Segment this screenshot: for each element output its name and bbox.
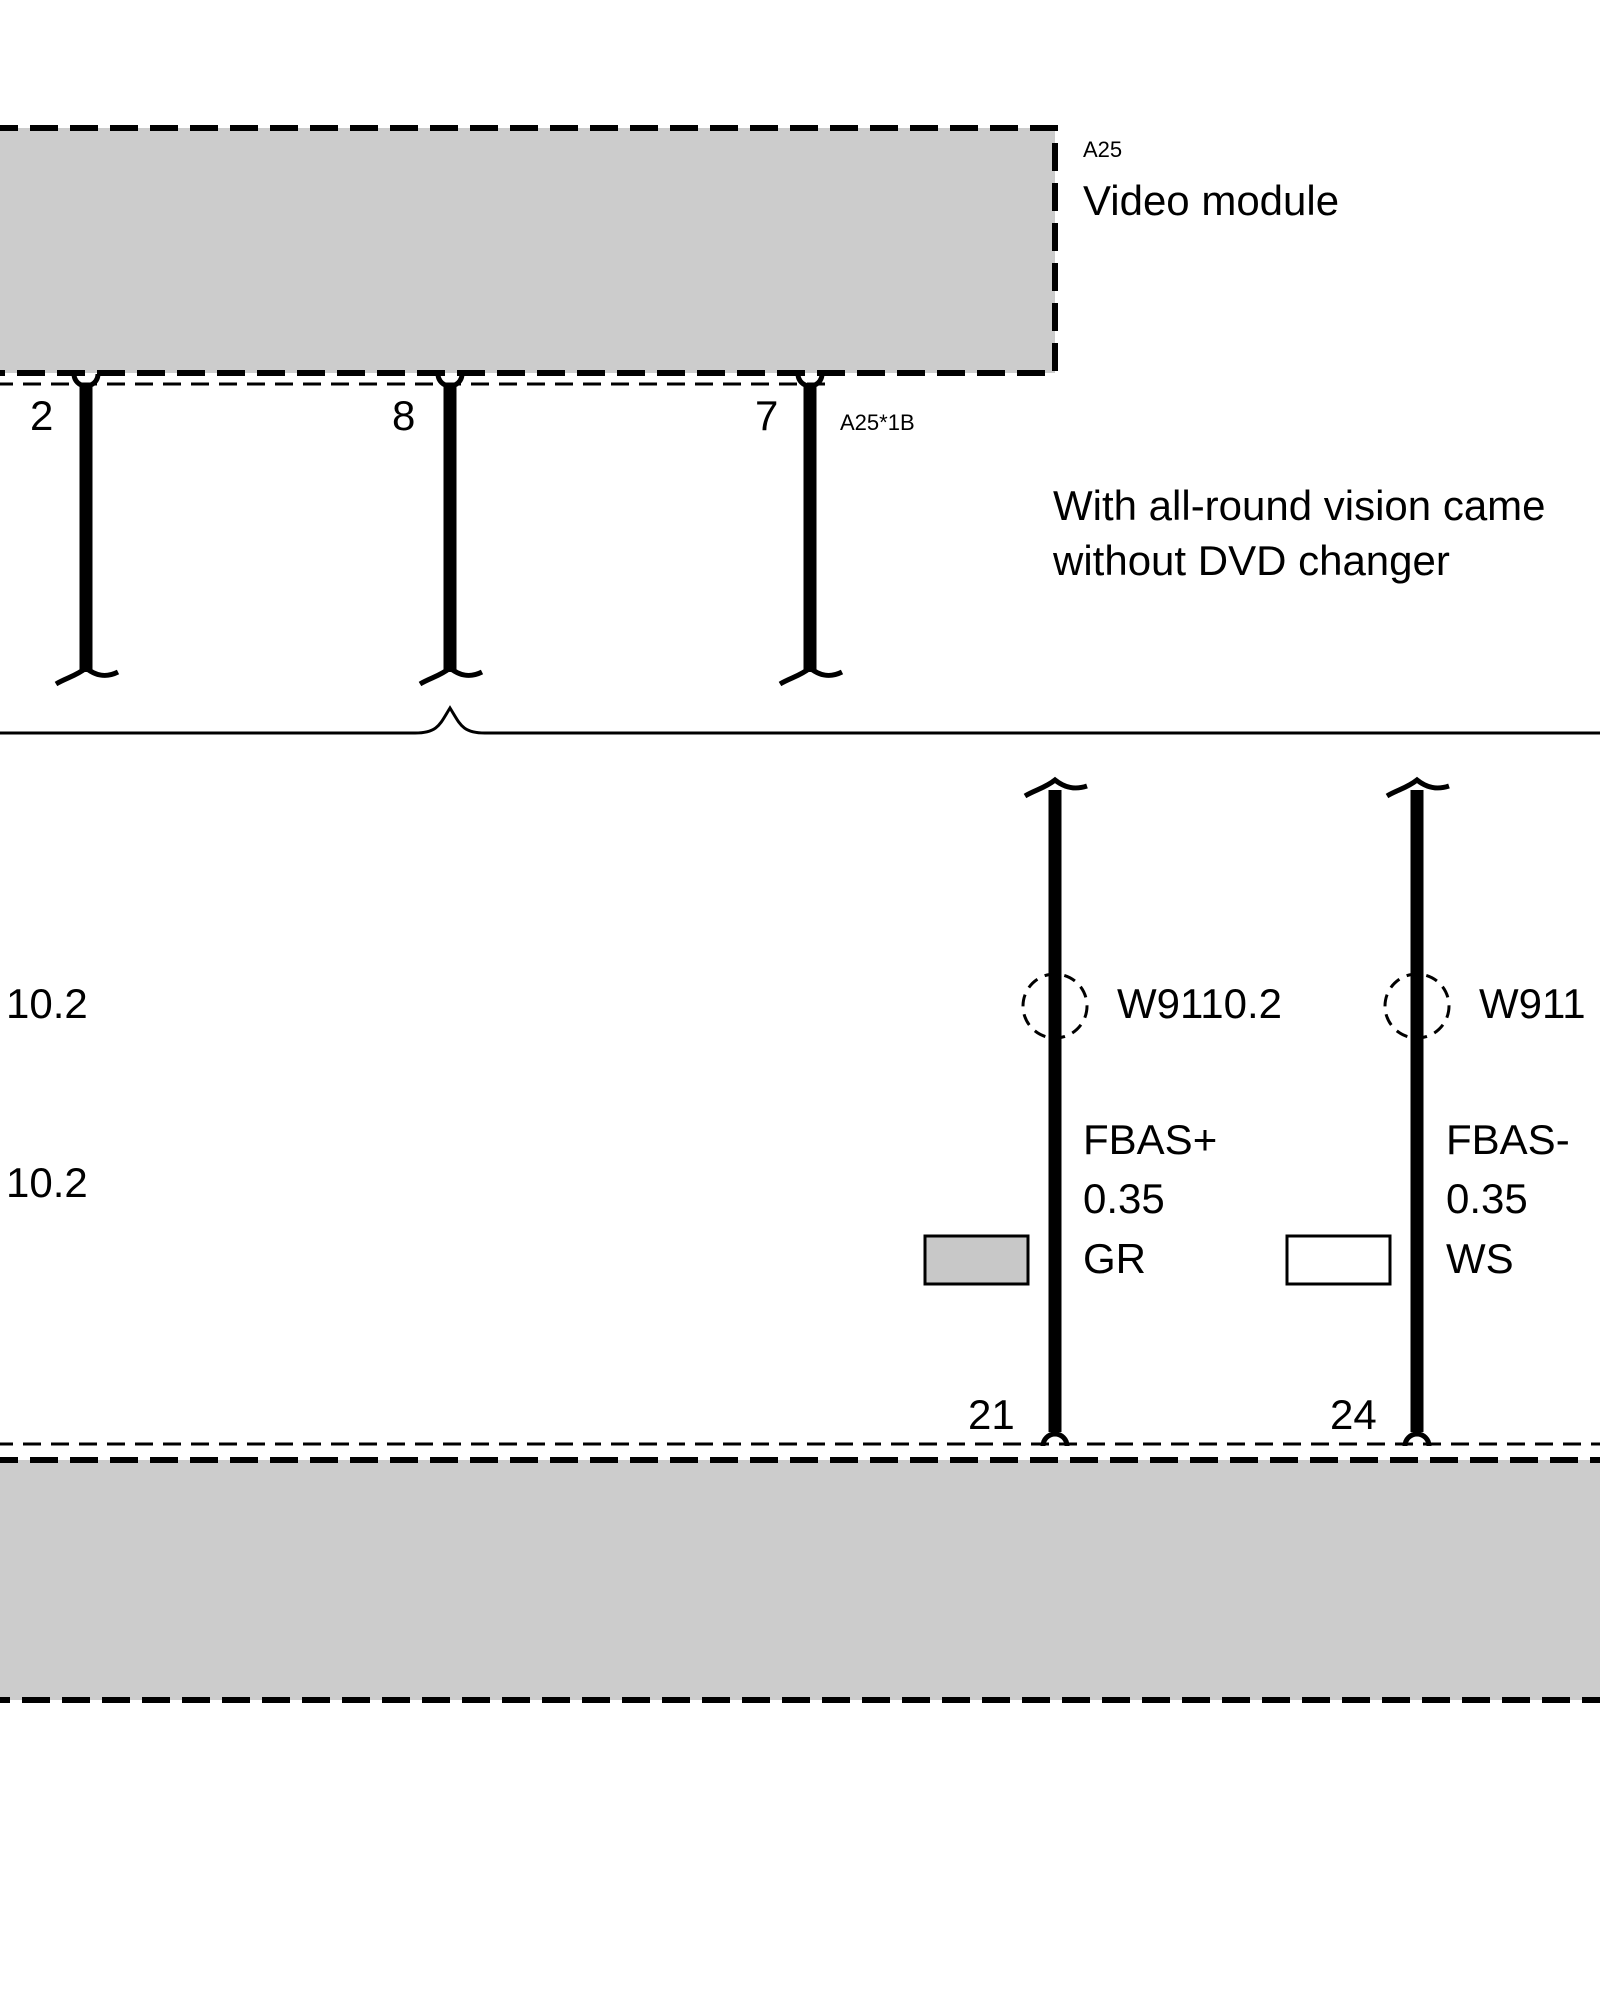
wire-fbas-minus: W911 FBAS- 0.35 WS 24	[1285, 776, 1586, 1447]
shield-label: W9110.2	[1117, 980, 1282, 1027]
condition-line-2: without DVD changer	[1052, 537, 1450, 584]
shield-label: W911	[1479, 980, 1586, 1027]
signal-name: FBAS+	[1083, 1116, 1217, 1163]
left-signal-label: 10.2	[6, 1159, 88, 1206]
cross-section: 0.35	[1446, 1175, 1528, 1222]
shield-icon	[1383, 972, 1451, 1040]
signal-name: FBAS-	[1446, 1116, 1570, 1163]
pin-label: 21	[968, 1391, 1015, 1438]
shield-icon	[1021, 972, 1089, 1040]
wire-color-swatch	[1285, 1234, 1392, 1286]
bottom-module-box	[0, 1457, 1600, 1703]
cross-section: 0.35	[1083, 1175, 1165, 1222]
pin-label: 8	[392, 392, 415, 439]
color-code: GR	[1083, 1235, 1146, 1282]
video-module-box	[0, 125, 1058, 376]
wire-fbas-plus: W9110.2 FBAS+ 0.35 GR 21	[923, 776, 1282, 1447]
connector-a25-1b: A25*1B	[0, 382, 915, 435]
video-module-name: Video module	[1083, 177, 1339, 224]
left-shield-label: 10.2	[6, 980, 88, 1027]
pin-2-wire: 2	[30, 373, 120, 687]
condition-note: With all-round vision came without DVD c…	[1052, 482, 1546, 584]
pin-label: 7	[755, 392, 778, 439]
video-module-ref: A25	[1083, 137, 1122, 162]
connector-label: A25*1B	[840, 410, 915, 435]
pin-7-wire: 7	[755, 373, 844, 687]
pin-8-wire: 8	[392, 373, 484, 687]
wire-color-swatch	[923, 1234, 1030, 1286]
pin-label: 2	[30, 392, 53, 439]
color-code: WS	[1446, 1235, 1514, 1282]
variant-brace	[0, 705, 1600, 735]
condition-line-1: With all-round vision came	[1053, 482, 1546, 529]
video-module: A25 Video module	[0, 125, 1339, 376]
pin-label: 24	[1330, 1391, 1377, 1438]
